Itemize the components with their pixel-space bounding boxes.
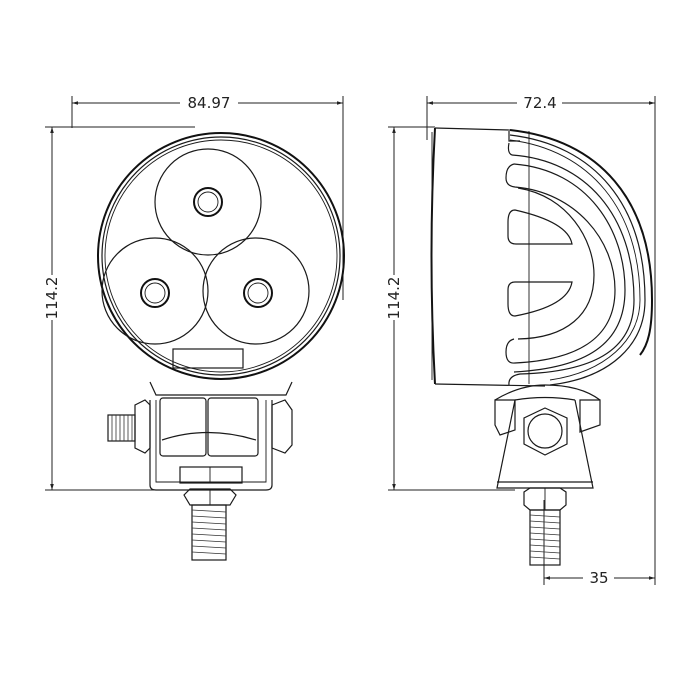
front-view [45, 96, 345, 561]
side-depth-label: 72.4 [523, 94, 556, 112]
front-width-label: 84.97 [188, 94, 231, 112]
front-height-label: 114.2 [43, 277, 61, 320]
label-plate [172, 348, 244, 369]
led-reflector-left [101, 237, 209, 345]
side-height-label: 114.2 [385, 277, 403, 320]
led-reflector-top [154, 148, 262, 256]
side-view [388, 96, 656, 585]
led-reflector-right [202, 237, 310, 345]
bolt-offset-label: 35 [589, 569, 608, 587]
